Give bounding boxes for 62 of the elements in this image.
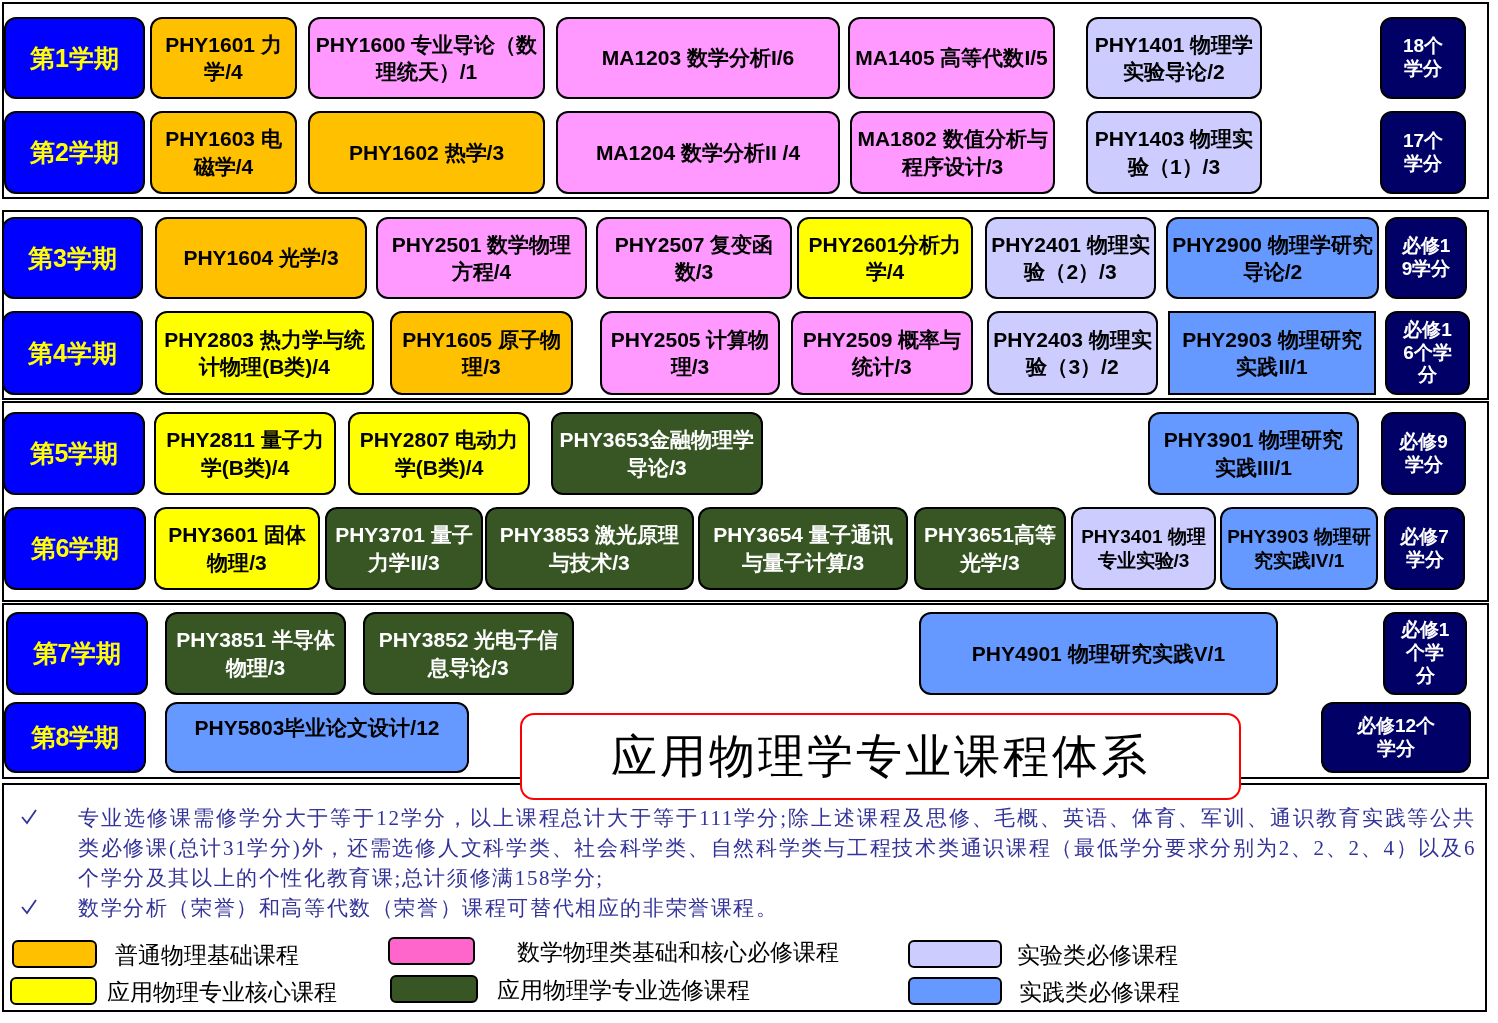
credit-box: 17个学分 bbox=[1380, 111, 1466, 194]
credit-box: 18个学分 bbox=[1380, 17, 1466, 99]
course-box: PHY2507 复变函数/3 bbox=[596, 217, 792, 299]
legend-label: 实践类必修课程 bbox=[1019, 979, 1180, 1007]
legend-label: 应用物理学专业选修课程 bbox=[497, 977, 750, 1005]
course-box: MA1405 高等代数I/5 bbox=[848, 17, 1055, 99]
course-box: PHY3852 光电子信息导论/3 bbox=[363, 612, 574, 695]
credit-box: 必修19学分 bbox=[1385, 217, 1467, 299]
course-box: PHY2900 物理学研究导论/2 bbox=[1166, 217, 1379, 299]
course-box: PHY3853 激光原理与技术/3 bbox=[485, 507, 694, 590]
course-box: PHY1401 物理学实验导论/2 bbox=[1086, 17, 1262, 99]
course-box: PHY1600 专业导论（数理统天）/1 bbox=[308, 17, 545, 99]
course-box: PHY3901 物理研究实践III/1 bbox=[1148, 412, 1359, 495]
course-box: MA1204 数学分析II /4 bbox=[556, 111, 840, 194]
course-box: PHY2807 电动力学(B类)/4 bbox=[348, 412, 530, 495]
course-box: PHY3651高等光学/3 bbox=[914, 507, 1066, 590]
course-box: PHY3903 物理研究实践IV/1 bbox=[1220, 507, 1378, 590]
semester-label: 第6学期 bbox=[4, 507, 146, 590]
note-text: 数学分析（荣誉）和高等代数（荣誉）课程可替代相应的非荣誉课程。 bbox=[78, 895, 780, 922]
semester-label: 第4学期 bbox=[2, 311, 143, 395]
course-box: PHY1602 热学/3 bbox=[308, 111, 545, 194]
legend-label: 实验类必修课程 bbox=[1017, 942, 1178, 970]
course-box: PHY3601 固体物理/3 bbox=[154, 507, 320, 590]
semester-label: 第2学期 bbox=[4, 111, 145, 194]
legend-label: 普通物理基础课程 bbox=[115, 942, 299, 970]
credit-box: 必修1个学分 bbox=[1383, 612, 1467, 695]
course-box: PHY2803 热力学与统计物理(B类)/4 bbox=[155, 311, 374, 395]
course-box: MA1203 数学分析I/6 bbox=[556, 17, 840, 99]
course-box: PHY1604 光学/3 bbox=[155, 217, 367, 299]
course-box: PHY4901 物理研究实践V/1 bbox=[919, 612, 1278, 695]
semester-label: 第3学期 bbox=[2, 217, 143, 299]
diagram-title: 应用物理学专业课程体系 bbox=[520, 713, 1241, 800]
course-box: PHY2501 数学物理方程/4 bbox=[376, 217, 587, 299]
credit-box: 必修7学分 bbox=[1384, 507, 1465, 590]
course-box: PHY2811 量子力学(B类)/4 bbox=[154, 412, 336, 495]
credit-box: 必修16个学分 bbox=[1385, 311, 1470, 395]
course-box: PHY5803毕业论文设计/12 bbox=[165, 702, 469, 773]
course-box: PHY2505 计算物理/3 bbox=[600, 311, 780, 395]
credit-box: 必修9学分 bbox=[1381, 412, 1466, 495]
course-box: PHY3401 物理专业实验/3 bbox=[1071, 507, 1216, 590]
semester-label: 第8学期 bbox=[4, 702, 146, 773]
course-box: PHY2509 概率与统计/3 bbox=[791, 311, 973, 395]
course-box: PHY1605 原子物理/3 bbox=[390, 311, 573, 395]
course-box: PHY2903 物理研究实践II/1 bbox=[1168, 311, 1376, 395]
semester-label: 第5学期 bbox=[3, 412, 145, 495]
course-box: MA1802 数值分析与程序设计/3 bbox=[850, 111, 1055, 194]
course-box: PHY2601分析力学/4 bbox=[797, 217, 973, 299]
course-box: PHY3701 量子力学II/3 bbox=[325, 507, 483, 590]
course-box: PHY2401 物理实验（2）/3 bbox=[985, 217, 1156, 299]
credit-box: 必修12个学分 bbox=[1321, 702, 1471, 773]
legend-label: 数学物理类基础和核心必修课程 bbox=[517, 939, 839, 967]
semester-label: 第1学期 bbox=[4, 17, 145, 99]
course-box: PHY3654 量子通讯与量子计算/3 bbox=[698, 507, 908, 590]
course-box: PHY3851 半导体物理/3 bbox=[165, 612, 346, 695]
course-box: PHY1601 力学/4 bbox=[150, 17, 297, 99]
course-box: PHY1603 电磁学/4 bbox=[150, 111, 297, 194]
semester-label: 第7学期 bbox=[6, 612, 148, 695]
course-box: PHY2403 物理实验（3）/2 bbox=[987, 311, 1158, 395]
legend-label: 应用物理专业核心课程 bbox=[107, 979, 337, 1007]
course-box: PHY3653金融物理学导论/3 bbox=[551, 412, 763, 495]
course-box: PHY1403 物理实验（1）/3 bbox=[1086, 111, 1262, 194]
note-text: 专业选修课需修学分大于等于12学分，以上课程总计大于等于111学分;除上述课程及思修、毛概、英语、体育、军训、通识教育实践等公共类必修课(总计31学分)外，还需选修人文科学类、社会科学类、自然科学类与工程技术类通识课程（最低学分要求分别为2、2、2、4）以及6个学分及其以上的个性化教育课;总计须修满158学分; bbox=[78, 805, 1476, 892]
